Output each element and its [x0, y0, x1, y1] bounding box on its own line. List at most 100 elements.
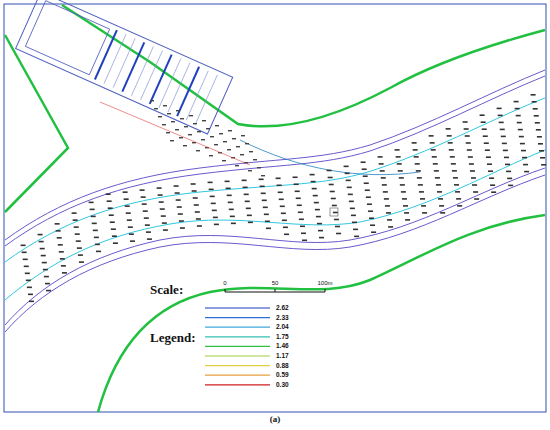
velocity-mark [336, 233, 341, 235]
velocity-mark [193, 123, 197, 124]
velocity-mark [295, 190, 300, 192]
velocity-mark [61, 265, 66, 267]
velocity-mark [501, 136, 506, 138]
velocity-mark [129, 233, 134, 235]
velocity-mark [361, 161, 366, 163]
velocity-mark [384, 198, 389, 200]
velocity-mark [219, 133, 223, 134]
velocity-mark [245, 143, 249, 144]
legend-line [205, 384, 270, 385]
velocity-mark [108, 207, 113, 209]
velocity-mark [214, 224, 219, 226]
velocity-mark [299, 218, 304, 220]
velocity-mark [179, 220, 184, 222]
velocity-mark [223, 141, 227, 142]
scale-bar [225, 289, 325, 292]
velocity-mark [77, 247, 82, 249]
velocity-mark [197, 131, 201, 132]
velocity-mark [318, 230, 323, 232]
velocity-mark [110, 221, 115, 223]
channel-edge [5, 175, 545, 332]
velocity-mark [349, 201, 354, 203]
velocity-mark [106, 193, 111, 195]
velocity-mark [300, 225, 305, 227]
velocity-mark [178, 213, 183, 215]
velocity-mark [419, 191, 424, 193]
velocity-mark [177, 206, 182, 208]
velocity-mark [313, 195, 318, 197]
velocity-mark [283, 227, 288, 229]
velocity-mark [124, 198, 129, 200]
velocity-mark [497, 108, 502, 110]
velocity-mark [96, 251, 101, 253]
velocity-mark [383, 191, 388, 193]
velocity-mark [89, 202, 94, 204]
velocity-mark [46, 290, 51, 292]
velocity-mark [332, 205, 337, 207]
velocity-mark [414, 156, 419, 158]
velocity-mark [73, 219, 78, 221]
velocity-mark [500, 129, 505, 131]
velocity-mark [244, 194, 249, 196]
velocity-mark [154, 108, 158, 109]
velocity-mark [260, 186, 265, 188]
sluice-stripe [95, 30, 117, 79]
velocity-mark [229, 209, 234, 211]
velocity-mark [196, 150, 200, 151]
velocity-mark [311, 181, 316, 183]
velocity-mark [38, 234, 43, 236]
velocity-mark [517, 122, 522, 124]
velocity-mark [431, 149, 436, 151]
velocity-mark [485, 149, 490, 151]
velocity-mark [245, 201, 250, 203]
velocity-mark [312, 188, 317, 190]
velocity-mark [279, 199, 284, 201]
velocity-mark [421, 205, 426, 207]
channel-edge [5, 76, 545, 246]
velocity-mark [56, 230, 61, 232]
sluice-stripe [177, 67, 199, 116]
velocity-mark [228, 130, 232, 131]
velocity-mark [109, 214, 114, 216]
velocity-mark [128, 226, 133, 228]
velocity-mark [196, 218, 201, 220]
velocity-mark [189, 115, 193, 116]
velocity-mark [90, 209, 95, 211]
legend-line [205, 346, 270, 347]
velocity-mark [539, 150, 544, 152]
map-label: 0 [223, 280, 226, 286]
velocity-mark [208, 182, 213, 184]
velocity-mark [463, 121, 468, 123]
velocity-mark [183, 145, 187, 146]
velocity-mark [515, 108, 520, 110]
velocity-mark [315, 209, 320, 211]
velocity-mark [157, 187, 162, 189]
velocity-mark [368, 210, 373, 212]
velocity-mark [75, 233, 80, 235]
velocity-mark [280, 206, 285, 208]
velocity-mark [146, 231, 151, 233]
velocity-mark [213, 217, 218, 219]
map-frame [4, 4, 546, 412]
velocity-mark [396, 156, 401, 158]
sluice-stripe [159, 59, 181, 108]
velocity-mark [27, 287, 32, 289]
velocity-mark [170, 140, 174, 141]
velocity-mark [150, 100, 154, 101]
velocity-mark [127, 219, 132, 221]
velocity-mark [522, 157, 527, 159]
velocity-mark [363, 175, 368, 177]
map-label: 100m [317, 280, 332, 286]
velocity-contour [240, 140, 420, 175]
velocity-mark [23, 259, 28, 261]
velocity-mark [448, 142, 453, 144]
velocity-mark [334, 219, 339, 221]
legend-line [205, 336, 270, 337]
velocity-mark [472, 184, 477, 186]
velocity-mark [130, 240, 135, 242]
velocity-mark [262, 200, 267, 202]
velocity-mark [502, 143, 507, 145]
velocity-mark [537, 136, 542, 138]
velocity-mark [28, 294, 33, 296]
velocity-mark [456, 198, 461, 200]
